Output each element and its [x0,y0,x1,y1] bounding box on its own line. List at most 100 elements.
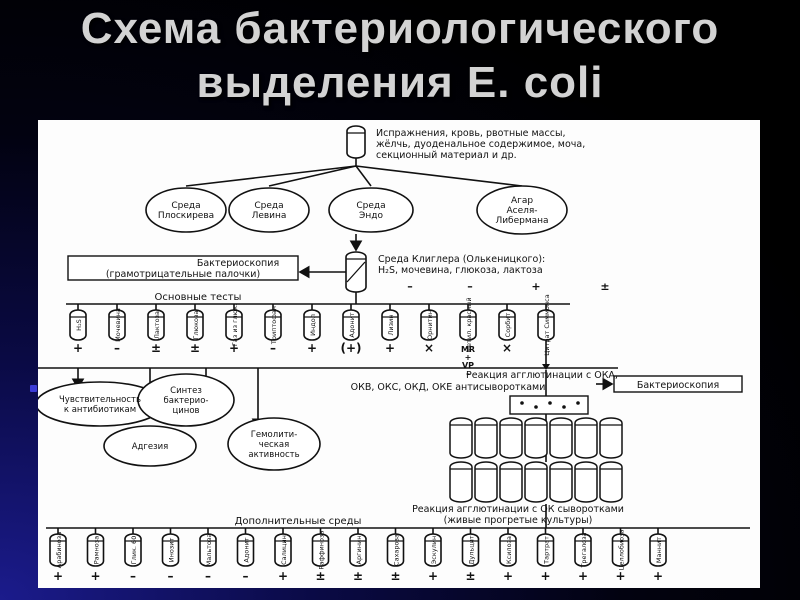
extra-medium-tube [274,533,292,567]
tube-outline [574,533,592,567]
plate-dot [562,405,566,409]
property-label: к антибиотикам [64,405,136,415]
fan-line [355,165,372,187]
basic-tests-label: Основные тесты [155,292,242,303]
tube-label: Метил. красный [465,297,473,352]
tube-label: Маннит [655,537,663,563]
basic-test-tube [264,309,282,341]
tube-outline [611,533,630,567]
tube-label: Лактоза [153,311,161,339]
basic-test-tube [108,309,126,341]
tube-outline [124,533,142,567]
tube-label: Целлобиоза [618,529,626,570]
basic-test-tube [303,309,321,341]
tube-label: Мальтоза [205,534,213,567]
rack-tube [474,461,498,503]
extra-medium-result: – [130,569,136,583]
basic-test-result: + [73,341,83,355]
medium-label: Аселя- [506,206,537,216]
agglutination-ok-text: (живые прогретые культуры) [444,515,593,526]
basic-test-result: – [466,369,470,378]
extra-medium-tube [461,533,480,567]
property-label: Синтез [170,386,202,396]
tube-label: Сахароза [393,534,401,566]
diagram-panel: Испражнения, кровь, рвотные массы,жёлчь,… [38,120,760,588]
extra-medium-tube [386,533,405,567]
extra-medium-result: + [615,569,625,583]
rack-tube [549,417,573,459]
microscopy-text: Бактериоскопия [197,258,279,269]
medium-label: Среда [356,201,385,211]
basic-test-tube [225,309,243,341]
basic-test-result: – [114,341,120,355]
basic-test-result: + [307,341,317,355]
basic-test-result: + [465,353,472,362]
fan-line [185,165,357,187]
kligler-result: – [467,280,473,293]
extra-media-label: Дополнительные среды [235,516,362,527]
medium-label: Эндо [359,211,383,221]
tube-label: Глюкоза [192,311,200,340]
tube-outline [236,533,255,567]
source-material-text: секционный материал и др. [376,150,517,161]
rack-tube [599,461,623,503]
rack-tube [449,417,473,459]
tube-outline [274,533,292,567]
tube-label: Орнитин [426,310,434,340]
tube-label: Трегалоза [580,532,588,568]
microscopy-2-text: Бактериоскопия [637,380,719,391]
property-label: Адгезия [132,442,169,452]
property-label: ческая [259,440,289,450]
property-label: активность [248,450,299,460]
basic-test-result: × [424,341,434,355]
tube-outline [386,533,405,567]
extra-medium-tube [86,533,105,567]
agglutination-oka-text: Реакция агглютинации с ОКА, [466,370,618,381]
extra-medium-result: + [503,569,513,583]
extra-medium-result: ± [353,569,363,583]
agglutination-plate [509,395,589,415]
tube-label: Дульцит [468,535,476,565]
extra-medium-result: + [653,569,663,583]
tube-outline [49,533,67,567]
tube-label: Сорбит [504,312,512,337]
basic-test-tube [186,309,204,341]
property-label: бактерио- [164,396,209,406]
kligler-slant [346,261,366,283]
extra-medium-result: – [243,569,249,583]
property-ellipse [103,425,197,467]
extra-medium-result: + [540,569,550,583]
tube-label: Цитрат Симмонса [543,294,551,355]
tube-outline [346,125,366,159]
plate-dot [520,401,524,405]
kligler-result: ± [600,280,609,293]
medium-label: Плоскирева [158,211,214,221]
medium-ellipse [228,187,310,233]
basic-test-tube [69,309,87,341]
rack-tube [449,461,473,503]
basic-test-result: VP [462,361,474,370]
tube-label: Рамноза [93,536,101,564]
agglutination-ok-text: Реакция агглютинации с ОК сыворотками [412,504,624,515]
basic-test-result: ± [151,341,161,355]
tube-label: Лизин [387,314,395,335]
extra-medium-tube [349,533,367,567]
tube-label: Аргинин [355,536,363,565]
microscopy-text: (грамотрицательные палочки) [106,269,260,280]
property-ellipse [227,417,321,471]
property-ellipse [137,373,235,427]
tube-label: Триптофан [270,306,278,345]
basic-test-result: ± [190,341,200,355]
slide-title-line-2: выделения E. coli [196,58,604,107]
medium-label: Левина [252,211,287,221]
medium-label: Среда [171,201,200,211]
plate-dot [576,401,580,405]
extra-medium-result: + [278,569,288,583]
tube-label: Адонит [243,537,251,562]
extra-medium-result: ± [390,569,400,583]
trunk-arrowhead [542,364,550,370]
bullet-marker [30,385,37,392]
tube-label: Индол [309,314,317,336]
rack-tube [524,461,548,503]
basic-test-tube [381,309,399,341]
